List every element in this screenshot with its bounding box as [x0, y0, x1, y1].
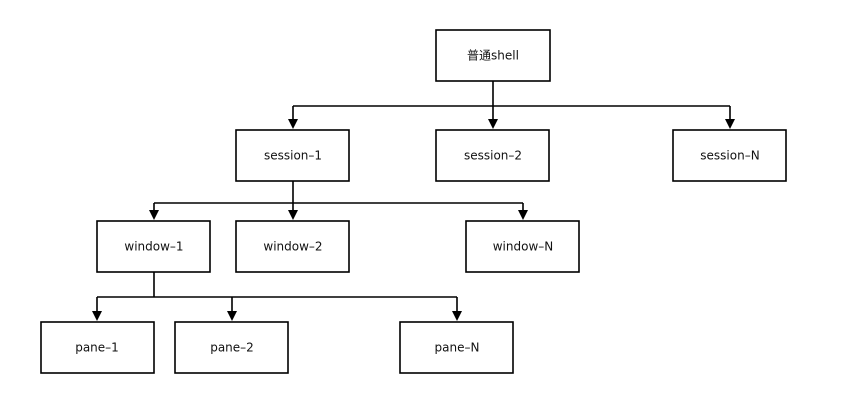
- node-window-2-label: window–2: [263, 240, 322, 254]
- arrowhead-window-2: [288, 210, 298, 220]
- edge-root-to-sessions: [292, 81, 731, 121]
- node-pane-n: pane–N: [399, 321, 514, 374]
- node-window-n-box: [465, 220, 580, 273]
- node-session-n-label: session–N: [700, 149, 759, 163]
- arrowhead-pane-1: [92, 311, 102, 321]
- node-window-1: window–1: [96, 220, 211, 273]
- node-session-n-box: [672, 129, 787, 182]
- arrowhead-window-1: [149, 210, 159, 220]
- connectors: [92, 81, 735, 321]
- node-window-2: window–2: [235, 220, 350, 273]
- node-session-2: session–2: [435, 129, 550, 182]
- node-pane-n-label: pane–N: [435, 341, 480, 355]
- node-root-box: [435, 29, 551, 82]
- node-session-1-label: session–1: [264, 149, 322, 163]
- arrowhead-session-2: [488, 119, 498, 129]
- node-pane-2-box: [174, 321, 289, 374]
- arrowhead-pane-2: [227, 311, 237, 321]
- edge-session-1-to-windows: [153, 181, 524, 212]
- node-session-1-box: [235, 129, 350, 182]
- node-window-n: window–N: [465, 220, 580, 273]
- edge-window-1-to-panes: [96, 272, 458, 313]
- node-session-1: session–1: [235, 129, 350, 182]
- node-session-2-box: [435, 129, 550, 182]
- node-root: 普通shell: [435, 29, 551, 82]
- arrowhead-session-1: [288, 119, 298, 129]
- node-root-label: 普通shell: [467, 49, 519, 63]
- node-window-1-label: window–1: [124, 240, 183, 254]
- node-window-1-box: [96, 220, 211, 273]
- node-session-2-label: session–2: [464, 149, 522, 163]
- node-pane-n-box: [399, 321, 514, 374]
- node-pane-1-box: [40, 321, 155, 374]
- node-window-2-box: [235, 220, 350, 273]
- arrowhead-session-n: [725, 119, 735, 129]
- arrowhead-pane-n: [452, 311, 462, 321]
- node-pane-2-label: pane–2: [210, 341, 254, 355]
- node-window-n-label: window–N: [493, 240, 554, 254]
- arrowhead-window-n: [518, 210, 528, 220]
- node-pane-2: pane–2: [174, 321, 289, 374]
- node-session-n: session–N: [672, 129, 787, 182]
- node-pane-1-label: pane–1: [75, 341, 119, 355]
- node-pane-1: pane–1: [40, 321, 155, 374]
